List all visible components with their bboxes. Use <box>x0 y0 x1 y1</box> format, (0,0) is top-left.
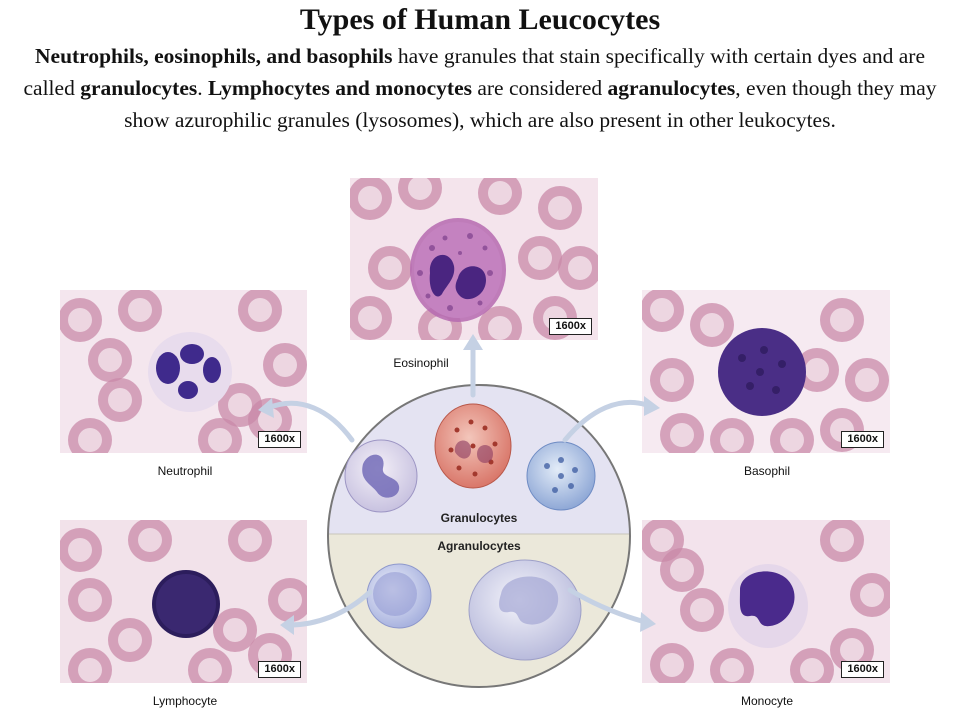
intro-text-3: are considered <box>472 76 608 100</box>
monocyte-illustration <box>469 560 581 660</box>
basophil-image <box>642 290 890 453</box>
basophil-caption: Basophil <box>697 464 837 478</box>
eosinophil-illustration <box>435 404 511 488</box>
intro-bold-granulocyte-types: Neutrophils, eosinophils, and basophils <box>35 44 392 68</box>
lymphocyte-image <box>60 520 307 683</box>
monocyte-image <box>642 520 890 683</box>
intro-bold-agranulocytes: agranulocytes <box>607 76 735 100</box>
monocyte-micrograph: 1600x <box>642 520 890 683</box>
intro-bold-agranulocyte-types: Lymphocytes and monocytes <box>208 76 472 100</box>
lymphocyte-illustration <box>367 564 431 628</box>
neutrophil-micrograph: 1600x <box>60 290 307 453</box>
intro-bold-granulocytes: granulocytes <box>80 76 197 100</box>
page-title: Types of Human Leucocytes <box>0 2 960 38</box>
eosinophil-caption: Eosinophil <box>351 356 491 370</box>
leukocyte-classification-diagram: Granulocytes Agranulocytes <box>325 382 633 690</box>
monocyte-magnification: 1600x <box>841 661 884 678</box>
eosinophil-micrograph: 1600x <box>350 178 598 340</box>
basophil-magnification: 1600x <box>841 431 884 448</box>
lymphocyte-caption: Lymphocyte <box>115 694 255 708</box>
neutrophil-magnification: 1600x <box>258 431 301 448</box>
intro-paragraph: Neutrophils, eosinophils, and basophils … <box>20 40 940 136</box>
neutrophil-caption: Neutrophil <box>115 464 255 478</box>
agranulocytes-label: Agranulocytes <box>409 539 549 553</box>
eosinophil-image <box>350 178 598 340</box>
neutrophil-image <box>60 290 307 453</box>
intro-text-2: . <box>197 76 208 100</box>
lymphocyte-micrograph: 1600x <box>60 520 307 683</box>
granulocytes-label: Granulocytes <box>409 511 549 525</box>
eosinophil-magnification: 1600x <box>549 318 592 335</box>
basophil-micrograph: 1600x <box>642 290 890 453</box>
lymphocyte-magnification: 1600x <box>258 661 301 678</box>
neutrophil-illustration <box>345 440 417 512</box>
classification-circle <box>325 382 633 690</box>
monocyte-caption: Monocyte <box>697 694 837 708</box>
basophil-illustration <box>527 442 595 510</box>
